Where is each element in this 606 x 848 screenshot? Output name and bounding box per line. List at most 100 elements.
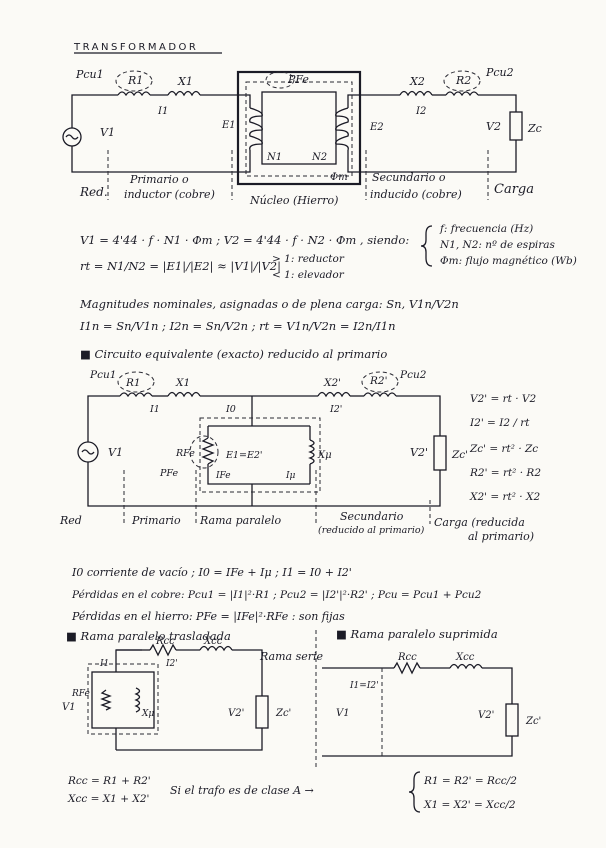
label-nucleo: Núcleo (Hierro)	[249, 194, 338, 207]
moved-label-v1: V1	[62, 702, 76, 713]
xcc-equation: Xcc = X1 + X2'	[67, 793, 149, 805]
moved-branch-heading: ■ Rama paralelo trasladada	[66, 629, 231, 643]
label-secundario-1: Secundario o	[372, 171, 446, 184]
eq-label-sec-1: Secundario	[340, 510, 404, 523]
label-red: Red.	[79, 185, 108, 199]
removed-label-v1: V1	[336, 708, 350, 719]
moved-label-v2p: V2'	[228, 708, 244, 719]
label-v2: V2	[486, 120, 501, 133]
transformer-diagram	[62, 70, 523, 200]
eq-label-rama: Rama paralelo	[199, 514, 282, 527]
eq-label-e: E1=E2'	[225, 450, 263, 461]
eq-label-carga-1: Carga (reducida	[434, 516, 525, 529]
eq-label-primario: Primario	[131, 514, 181, 527]
moved-label-xmu: Xμ	[141, 709, 154, 719]
eq-label-pcu1: Pcu1	[89, 369, 116, 381]
label-x1: X1	[177, 75, 193, 88]
label-pcu1: Pcu1	[75, 68, 104, 81]
removed-branch-heading: ■ Rama paralelo suprimida	[336, 627, 498, 641]
eq-label-sec-2: (reducido al primario)	[318, 525, 425, 536]
eq-label-v2p: V2'	[410, 446, 428, 459]
page-title: TRANSFORMADOR	[73, 42, 198, 53]
removed-label-i: I1=I2'	[349, 681, 379, 691]
label-r2: R2	[455, 74, 471, 87]
note-iron-losses: Pérdidas en el hierro: PFe = |IFe|²·RFe …	[71, 610, 345, 624]
removed-label-rcc: Rcc	[397, 652, 417, 663]
label-i1: I1	[157, 106, 168, 117]
secondary-coil	[335, 107, 349, 151]
label-zc: Zc	[527, 122, 542, 135]
primary-coil	[249, 107, 263, 151]
eq-label-i2p: I2'	[329, 404, 342, 415]
moved-label-rfe: RFe	[71, 689, 90, 699]
removed-label-v2p: V2'	[478, 710, 494, 721]
label-v1: V1	[100, 126, 115, 139]
eq-label-pfe: PFe	[159, 468, 178, 479]
removed-label-xcc: Xcc	[455, 652, 475, 663]
removed-branch-circuit	[322, 661, 519, 757]
eq-label-imu: Iμ	[285, 471, 296, 481]
eq-label-x1: X1	[175, 377, 190, 389]
brace	[420, 225, 433, 267]
label-n2: N2	[311, 152, 327, 163]
moved-branch-circuit	[87, 643, 269, 751]
ref-eq-i2: I2' = I2 / rt	[469, 417, 530, 429]
ref-eq-r2: R2' = rt² · R2	[469, 467, 541, 479]
label-x2: X2	[409, 75, 425, 88]
load-impedance	[509, 111, 523, 141]
ref-eq-x2: X2' = rt² · X2	[469, 491, 540, 503]
note-copper-losses: Pérdidas en el cobre: Pcu1 = |I1|²·R1 ; …	[71, 589, 482, 602]
eq-label-r1: R1	[125, 377, 141, 389]
eq-label-x2p: X2'	[323, 377, 341, 389]
nominal-heading: Magnitudes nominales, asignadas o de ple…	[79, 297, 459, 311]
eq-label-rfe: RFe	[175, 448, 195, 459]
moved-label-xcc: Xcc	[203, 636, 223, 647]
eq-label-pcu2: Pcu2	[399, 369, 427, 381]
formula-voltage: V1 = 4'44 · f · N1 · Φm ; V2 = 4'44 · f …	[80, 233, 409, 247]
nominal-equations: I1n = Sn/V1n ; I2n = Sn/V2n ; rt = V1n/V…	[79, 319, 396, 333]
eq-label-i1: I1	[149, 404, 160, 415]
label-e2: E2	[369, 122, 384, 133]
brace-bottom	[408, 771, 421, 813]
eq-label-zcp: Zc'	[451, 449, 468, 461]
x-split-equation: X1 = X2' = Xcc/2	[423, 799, 516, 811]
label-e1: E1	[221, 120, 236, 131]
moved-label-rcc: Rcc	[155, 636, 175, 647]
r-split-equation: R1 = R2' = Rcc/2	[423, 775, 517, 787]
label-i2: I2	[415, 106, 426, 117]
where-turns: N1, N2: nº de espiras	[439, 239, 556, 251]
note-no-load-current: I0 corriente de vacío ; I0 = IFe + Iμ ; …	[71, 566, 352, 579]
moved-label-rama-serie: Rama serie	[259, 650, 324, 663]
eq-label-v1: V1	[108, 446, 123, 459]
eq-label-xmu: Xμ	[317, 450, 332, 461]
equivalent-heading: ■ Circuito equivalente (exacto) reducido…	[80, 347, 387, 361]
ref-eq-v2: V2' = rt · V2	[470, 393, 536, 405]
moved-label-zcp: Zc'	[275, 708, 291, 719]
ac-source-icon	[77, 441, 99, 463]
label-r1: R1	[127, 74, 143, 87]
ratio-elevador: < 1: elevador	[272, 269, 345, 281]
label-n1: N1	[266, 152, 282, 163]
label-primario-1: Primario o	[129, 173, 189, 186]
ref-eq-zc: Zc' = rt² · Zc	[469, 443, 538, 455]
eq-label-carga-2: al primario)	[468, 530, 534, 543]
moved-label-i2p: I2'	[165, 659, 178, 669]
equivalent-circuit	[77, 371, 447, 524]
eq-label-r2p: R2'	[369, 375, 387, 387]
eq-label-i0: I0	[225, 404, 236, 415]
eq-label-red: Red	[59, 514, 82, 527]
moved-label-i1: I1	[99, 659, 109, 669]
removed-label-zcp: Zc'	[525, 716, 541, 727]
where-flux: Φm: flujo magnético (Wb)	[440, 255, 577, 267]
label-secundario-2: inducido (cobre)	[370, 188, 462, 201]
label-primario-2: inductor (cobre)	[124, 188, 215, 201]
iron-core	[236, 70, 362, 186]
ratio-reductor: > 1: reductor	[272, 253, 345, 265]
where-frequency: f: frecuencia (Hz)	[439, 223, 533, 235]
label-pcu2: Pcu2	[485, 66, 514, 79]
formula-ratio: rt = N1/N2 = |E1|/|E2| ≈ |V1|/|V2|	[80, 259, 281, 274]
label-phi-m: Φm	[330, 172, 348, 183]
label-pfe: PFe	[287, 73, 309, 86]
ac-source-icon	[62, 127, 82, 147]
